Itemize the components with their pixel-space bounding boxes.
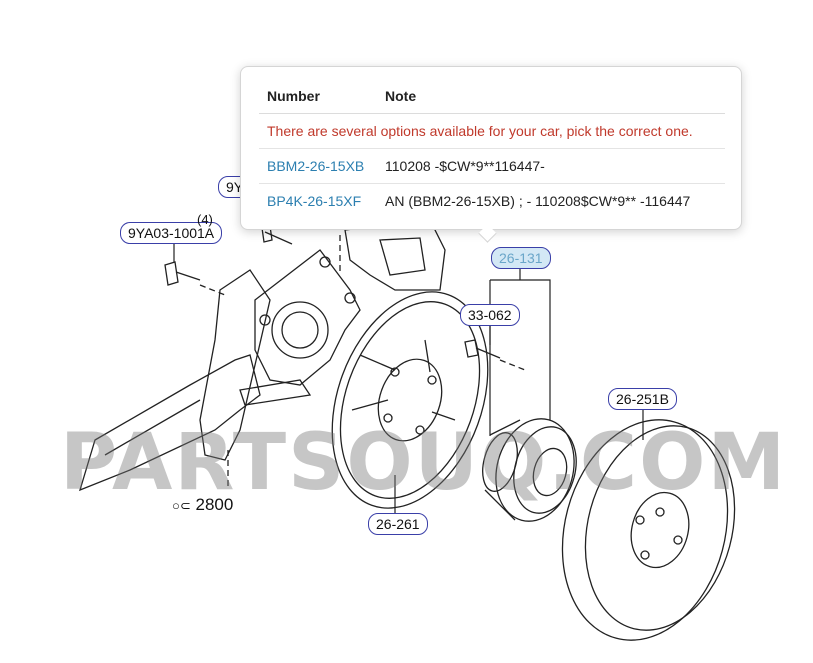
table-header-row: Number Note xyxy=(259,79,725,114)
knuckle-arm-drawing xyxy=(78,249,361,492)
seal-icon: ○⊂ xyxy=(172,498,191,513)
dust-shield-drawing xyxy=(331,291,489,509)
part-number-link[interactable]: BBM2-26-15XB xyxy=(259,148,377,184)
table-row[interactable]: BP4K-26-15XF AN (BBM2-26-15XB) ; - 11020… xyxy=(259,184,725,219)
table-row[interactable]: BBM2-26-15XB 110208 -$CW*9**116447- xyxy=(259,148,725,184)
header-number: Number xyxy=(259,79,377,114)
part-options-popup: Number Note There are several options av… xyxy=(240,66,742,243)
bolt-9ya03-drawing xyxy=(164,225,293,296)
callout-33-062[interactable]: 33-062 xyxy=(460,304,520,326)
bolt-33062-drawing xyxy=(464,339,526,371)
part-options-table: Number Note There are several options av… xyxy=(259,79,725,218)
callout-9ya03-1001a[interactable]: 9YA03-1001A xyxy=(120,222,223,244)
callout-2800[interactable]: ○⊂ 2800 xyxy=(172,495,233,515)
callout-26-251b[interactable]: 26-251B xyxy=(608,388,677,410)
warning-text: There are several options available for … xyxy=(259,113,725,149)
callout-2800-label: 2800 xyxy=(195,495,234,514)
part-number-link[interactable]: BP4K-26-15XF xyxy=(267,193,362,209)
part-note: 110208 -$CW*9**116447- xyxy=(377,148,725,184)
warning-row: There are several options available for … xyxy=(259,113,725,149)
hub-bearing-drawing xyxy=(482,418,577,522)
header-note: Note xyxy=(377,79,725,114)
part-note: AN (BBM2-26-15XB) ; - 110208$CW*9** -116… xyxy=(385,193,691,209)
brake-disc-drawing xyxy=(561,419,736,641)
caliper-drawing xyxy=(339,219,446,291)
callout-26-131[interactable]: 26-131 xyxy=(491,247,551,269)
callout-26-261[interactable]: 26-261 xyxy=(368,513,428,535)
callout-qty-4: (4) xyxy=(197,212,213,227)
